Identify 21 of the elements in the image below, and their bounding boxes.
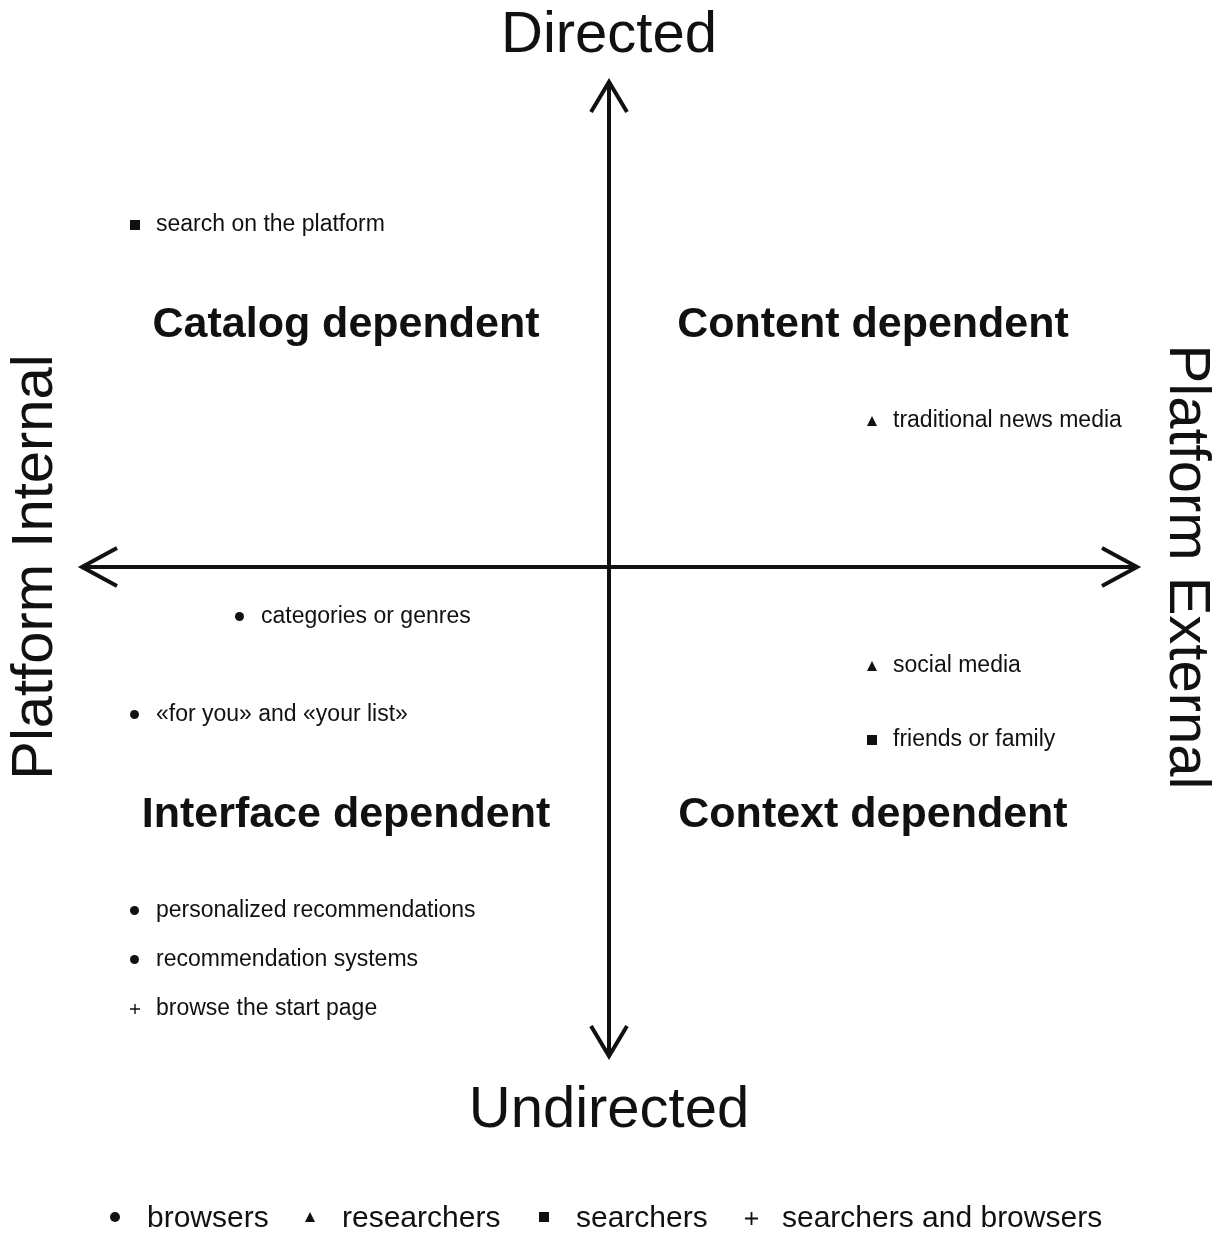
quadrant-title: Catalog dependent — [152, 299, 540, 347]
quadrant-title: Interface dependent — [141, 789, 551, 837]
item-text: personalized recommendations — [156, 897, 476, 923]
item-text: search on the platform — [156, 211, 385, 237]
legend-text: searchers — [576, 1200, 708, 1233]
axis-title: Undirected — [468, 1075, 750, 1139]
legend-text: searchers and browsers — [782, 1200, 1103, 1233]
quadrant-title: Content dependent — [677, 299, 1069, 347]
item-text: traditional news media — [893, 407, 1122, 433]
legend-text: researchers — [342, 1200, 501, 1233]
item-text: recommendation systems — [156, 946, 419, 972]
axis-title: Platform Internal — [0, 354, 64, 780]
quadrant-title: Context dependent — [678, 789, 1068, 837]
item-text: friends or family — [893, 726, 1056, 752]
item-text: «for you» and «your list» — [156, 701, 408, 727]
item-text: social media — [893, 652, 1021, 678]
item-text: browse the start page — [156, 995, 378, 1021]
axis-title: Directed — [501, 0, 717, 64]
legend-text: browsers — [147, 1200, 269, 1233]
item-text: categories or genres — [261, 603, 471, 629]
axis-title: Platform External — [1158, 344, 1219, 790]
